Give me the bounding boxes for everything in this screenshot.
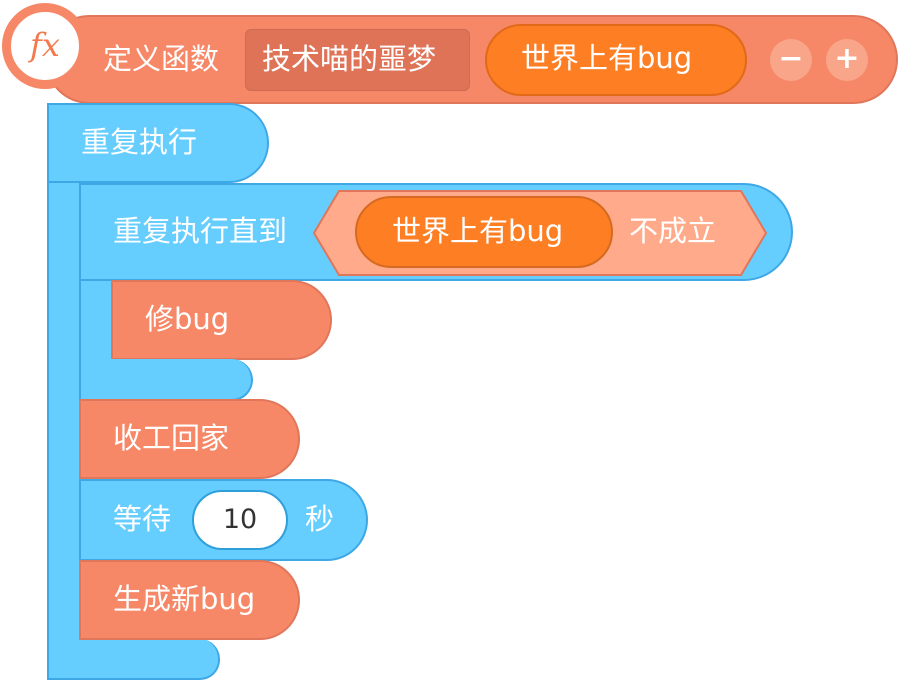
wait-seconds-input[interactable]: 10: [192, 490, 288, 550]
repeat-until-label: 重复执行直到: [113, 214, 288, 248]
add-param-button[interactable]: +: [826, 39, 868, 81]
function-name-text: 技术喵的噩梦: [262, 42, 437, 76]
define-function-label: 定义函数: [103, 42, 220, 76]
go-home-text: 收工回家: [113, 421, 230, 455]
plus-icon: +: [834, 41, 860, 76]
wait-prefix-text: 等待: [113, 502, 172, 536]
condition-variable-pill[interactable]: [355, 196, 613, 268]
function-param-text: 世界上有bug: [521, 41, 693, 75]
repeat-until-block-footer[interactable]: [79, 359, 253, 401]
fx-icon: fx: [30, 26, 60, 64]
new-bug-block[interactable]: [79, 560, 300, 640]
condition-variable-text: 世界上有bug: [392, 214, 564, 248]
minus-icon: −: [778, 41, 804, 76]
repeat-label: 重复执行: [81, 125, 198, 159]
function-definition-block[interactable]: [45, 15, 898, 104]
repeat-block-footer[interactable]: [47, 639, 220, 680]
fix-bug-block[interactable]: [111, 280, 332, 360]
repeat-block-spine[interactable]: [47, 103, 81, 679]
new-bug-text: 生成新bug: [113, 582, 256, 616]
condition-operator-text: 不成立: [629, 214, 717, 248]
function-param-pill[interactable]: [485, 24, 747, 96]
fix-bug-text: 修bug: [145, 302, 230, 336]
wait-suffix-text: 秒: [305, 502, 335, 536]
go-home-block[interactable]: [79, 399, 300, 479]
function-name-field[interactable]: [245, 29, 470, 91]
remove-param-button[interactable]: −: [770, 39, 812, 81]
repeat-block-header[interactable]: [47, 103, 269, 183]
fx-icon-badge: fx: [2, 3, 88, 89]
